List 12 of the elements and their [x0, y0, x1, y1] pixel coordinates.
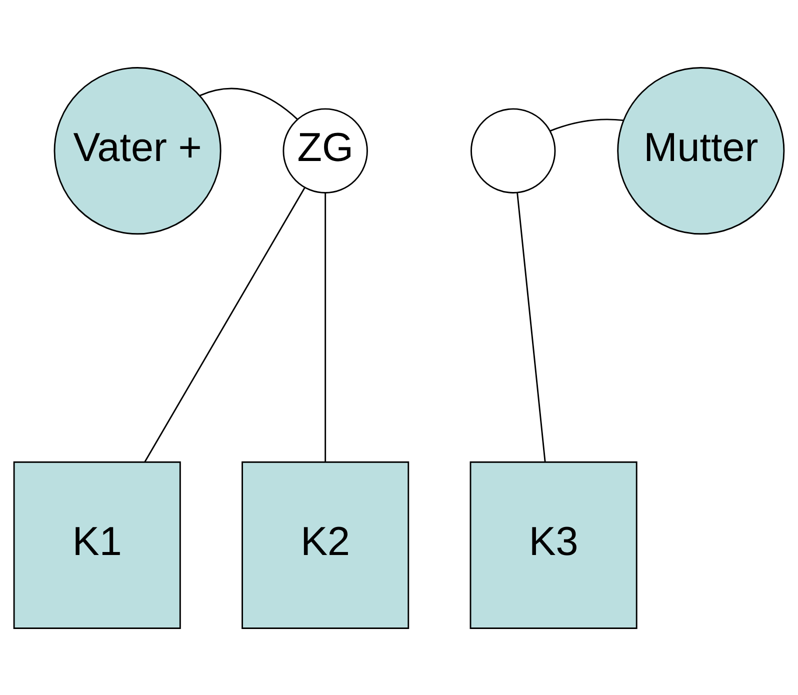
connector	[516, 192, 546, 462]
node-box: K3	[470, 460, 638, 628]
connector	[144, 186, 306, 462]
node-box: K1	[13, 460, 181, 628]
connector	[200, 87, 298, 120]
connector	[550, 118, 624, 132]
node-box: K2	[242, 460, 410, 628]
connector	[324, 192, 326, 462]
node-circle	[470, 108, 556, 193]
node-circle: Vater +	[54, 66, 222, 234]
node-circle: ZG	[282, 108, 368, 193]
node-circle: Mutter	[617, 66, 785, 234]
